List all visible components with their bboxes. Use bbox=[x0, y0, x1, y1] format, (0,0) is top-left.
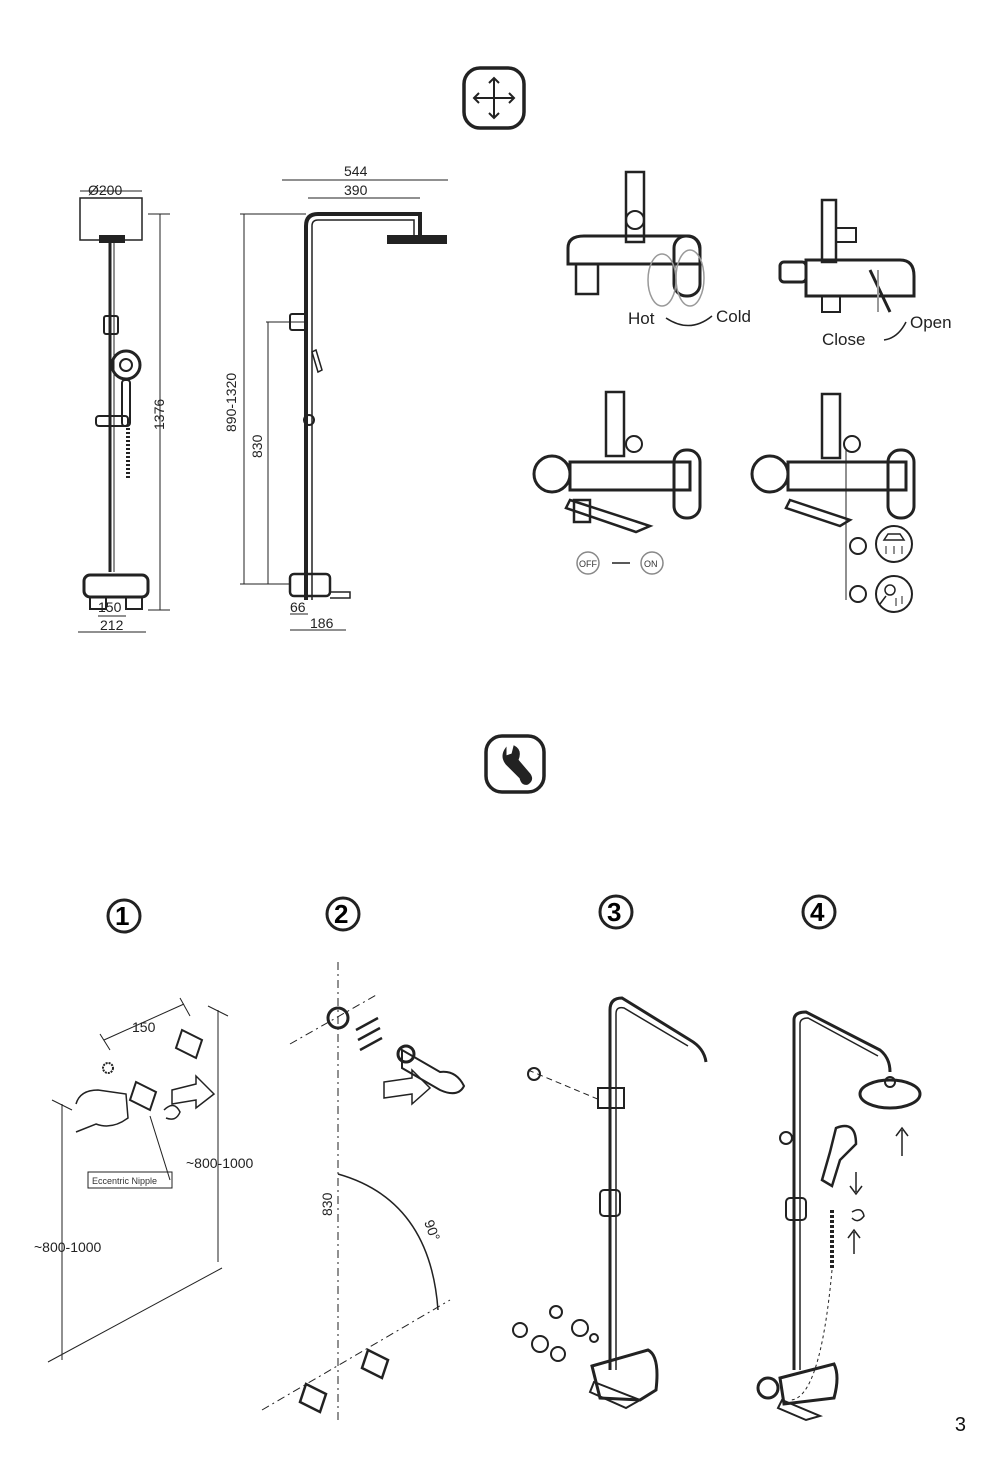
step-1-badge: 1 bbox=[106, 898, 142, 934]
dim-arm-outer: 544 bbox=[344, 163, 368, 179]
step-1-spacing: 150 bbox=[132, 1019, 156, 1035]
hot-label: Hot bbox=[628, 309, 655, 328]
cold-label: Cold bbox=[716, 307, 751, 326]
page-number: 3 bbox=[954, 1414, 966, 1436]
close-label: Close bbox=[822, 330, 865, 349]
step-4-badge: 4 bbox=[801, 894, 837, 930]
svg-text:1: 1 bbox=[115, 901, 129, 931]
svg-text:2: 2 bbox=[334, 899, 348, 929]
close-open-valve-drawing bbox=[778, 198, 916, 341]
overhead-shower-icon bbox=[882, 533, 906, 554]
side-view-drawing bbox=[240, 179, 448, 631]
measuring-cross-icon bbox=[462, 66, 526, 130]
eccentric-nipple-label: Eccentric Nipple bbox=[92, 1176, 157, 1186]
dim-inlet-spacing: 150 bbox=[98, 599, 122, 615]
step-3-drawing bbox=[512, 996, 708, 1410]
dim-arm-inner: 390 bbox=[344, 182, 368, 198]
step-4-drawing bbox=[756, 1010, 922, 1422]
hand-shower-icon bbox=[879, 584, 903, 606]
step-2-height: 830 bbox=[319, 1192, 335, 1216]
svg-text:4: 4 bbox=[810, 897, 825, 927]
dim-wall-offset: 66 bbox=[290, 599, 306, 615]
on-label: ON bbox=[644, 559, 658, 569]
svg-text:3: 3 bbox=[607, 897, 621, 927]
step-3-badge: 3 bbox=[598, 894, 634, 930]
off-label: OFF bbox=[579, 559, 597, 569]
dim-total-height: 1376 bbox=[151, 399, 167, 430]
step-1-height-left: ~800-1000 bbox=[34, 1239, 102, 1255]
dim-head-diameter: Ø200 bbox=[88, 182, 122, 198]
off-on-mixer-drawing bbox=[532, 390, 702, 575]
step-1-drawing bbox=[47, 997, 229, 1363]
step-2-drawing bbox=[261, 962, 466, 1420]
step-2-angle: 90° bbox=[421, 1218, 443, 1243]
diverter-mixer-drawing bbox=[750, 392, 916, 613]
step-2-badge: 2 bbox=[325, 896, 361, 932]
dim-outlet-height: 830 bbox=[249, 434, 265, 458]
front-view-drawing bbox=[78, 190, 170, 633]
dim-adjust-range: 890-1320 bbox=[223, 373, 239, 432]
step-1-height-right: ~800-1000 bbox=[186, 1155, 254, 1171]
dim-body-width: 212 bbox=[100, 617, 124, 633]
wrench-icon bbox=[484, 734, 546, 794]
dim-spout-depth: 186 bbox=[310, 615, 334, 631]
open-label: Open bbox=[910, 313, 952, 332]
hot-cold-mixer-drawing bbox=[566, 170, 713, 327]
